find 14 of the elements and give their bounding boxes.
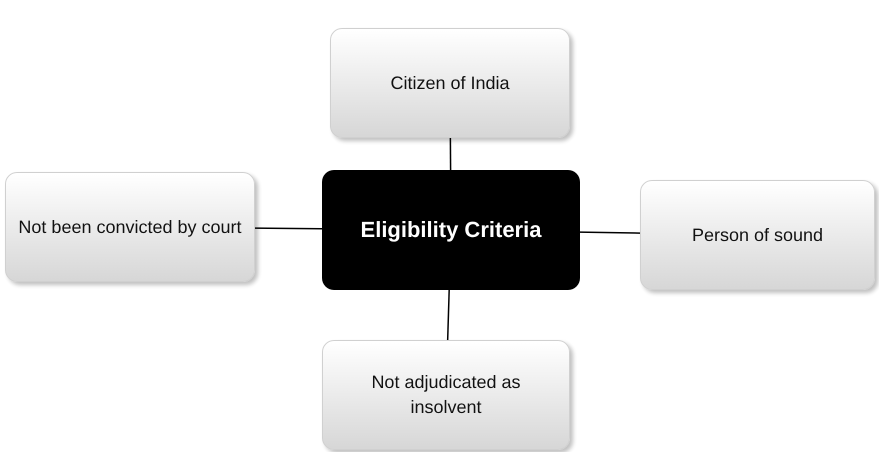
criteria-text: Not been convicted by court — [18, 216, 242, 239]
connector-line — [446, 290, 450, 340]
criteria-text: Not adjudicated as insolvent — [370, 371, 522, 419]
title-text: Eligibility Criteria — [360, 216, 542, 244]
connector-line — [255, 227, 322, 230]
criteria-box — [640, 180, 875, 290]
connector-line — [580, 231, 640, 234]
connector-line — [450, 138, 452, 170]
criteria-text: Person of sound — [692, 224, 824, 247]
criteria-box — [330, 28, 570, 138]
criteria-box — [322, 340, 570, 450]
central-box — [322, 170, 580, 290]
criteria-box — [5, 172, 255, 282]
criteria-text: Citizen of India — [390, 72, 510, 95]
